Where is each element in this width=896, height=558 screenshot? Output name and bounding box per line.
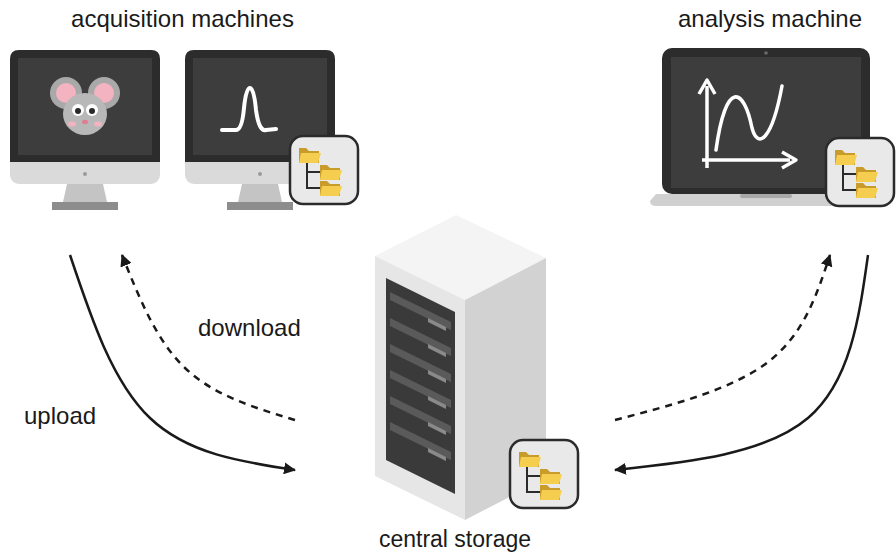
edge-label: upload: [22, 402, 98, 430]
server-tower: [375, 215, 578, 520]
machine-group: analysis machine: [650, 5, 890, 255]
upload-arrow: [70, 255, 295, 470]
mouse-monitor: [10, 50, 160, 210]
download-arrow: [615, 255, 830, 420]
laptop: [650, 48, 894, 206]
machine-group: acquisition machines: [10, 5, 355, 255]
storage-group: central storage: [295, 200, 615, 552]
edge-label: download: [196, 314, 303, 342]
node-heading: acquisition machines: [71, 5, 294, 33]
signal-monitor: [185, 50, 358, 210]
upload-arrow: [615, 255, 868, 470]
node-heading: analysis machine: [678, 5, 862, 33]
node-heading: central storage: [379, 526, 531, 552]
